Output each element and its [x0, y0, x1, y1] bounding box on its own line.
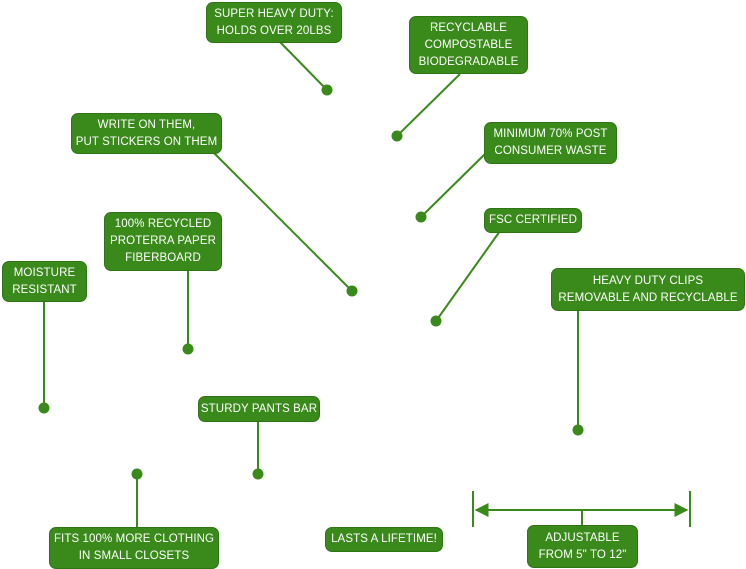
leader-dot-recycled-paper: [182, 343, 194, 355]
callout-text-line: ADJUSTABLE: [545, 531, 620, 544]
leader-fsc-certified: [435, 230, 501, 322]
leader-recyclable: [396, 73, 461, 137]
leader-post-consumer: [420, 152, 487, 218]
callout-text-line: SUPER HEAVY DUTY:: [214, 7, 334, 20]
callout-fsc-certified: FSC CERTIFIED: [484, 208, 582, 233]
callout-text-line: 100% RECYCLED: [114, 218, 212, 230]
callout-text-line: WRITE ON THEM,: [97, 118, 196, 131]
callout-post-consumer: MINIMUM 70% POST CONSUMER WASTE: [484, 122, 617, 164]
leader-dot-fsc-certified: [430, 315, 442, 327]
callout-recycled-paper: 100% RECYCLED PROTERRA PAPER FIBERBOARD: [104, 212, 222, 271]
callout-text-line: LASTS A LIFETIME!: [331, 533, 437, 545]
callout-text-line: MOISTURE: [13, 266, 76, 279]
callout-moisture-resistant: MOISTURE RESISTANT: [2, 261, 87, 302]
callout-text-line: FROM 5" TO 12": [538, 548, 627, 561]
callout-text-line: RECYCLABLE: [429, 21, 508, 34]
callout-write-on-them: WRITE ON THEM, PUT STICKERS ON THEM: [71, 113, 222, 154]
callout-text-line: CONSUMER WASTE: [494, 145, 607, 157]
callout-text-line: HEAVY DUTY CLIPS: [592, 274, 704, 287]
leader-super-heavy-duty: [279, 41, 328, 91]
callout-text-line: FITS 100% MORE CLOTHING: [53, 533, 215, 545]
callout-heavy-duty-clips: HEAVY DUTY CLIPS REMOVABLE AND RECYCLABL…: [551, 268, 745, 311]
leader-dot-moisture-resistant: [38, 402, 50, 414]
callout-text-line: RESISTANT: [12, 283, 77, 296]
leader-dot-write-on-them: [346, 285, 358, 297]
callout-text-line: IN SMALL CLOSETS: [78, 550, 190, 562]
leader-dot-super-heavy-duty: [321, 84, 333, 96]
leader-dot-fits-more-clothing: [131, 468, 143, 480]
leader-dot-sturdy-pants-bar: [252, 468, 264, 480]
callout-lasts-a-lifetime: LASTS A LIFETIME!: [325, 527, 443, 552]
leader-write-on-them: [213, 152, 353, 292]
callout-text-line: COMPOSTABLE: [424, 38, 513, 51]
callout-super-heavy-duty: SUPER HEAVY DUTY: HOLDS OVER 20LBS: [206, 2, 342, 43]
callout-text-line: REMOVABLE AND RECYCLABLE: [558, 291, 738, 304]
callout-text-line: HOLDS OVER 20LBS: [216, 24, 332, 37]
leader-dot-heavy-duty-clips: [572, 424, 584, 436]
callout-text-line: BIODEGRADABLE: [418, 55, 519, 68]
callout-text-line: STURDY PANTS BAR: [200, 402, 318, 415]
leader-dot-recyclable: [391, 130, 403, 142]
callout-text-line: FIBERBOARD: [125, 252, 201, 264]
callout-text-line: FSC CERTIFIED: [489, 214, 577, 226]
callout-adjustable: ADJUSTABLE FROM 5" TO 12": [527, 525, 638, 568]
leader-dot-post-consumer: [415, 211, 427, 223]
callout-text-line: MINIMUM 70% POST: [493, 128, 608, 140]
callout-fits-more-clothing: FITS 100% MORE CLOTHING IN SMALL CLOSETS: [49, 527, 219, 569]
callout-text-line: PUT STICKERS ON THEM: [75, 135, 218, 148]
callout-text-line: PROTERRA PAPER: [110, 235, 216, 247]
callout-recyclable: RECYCLABLE COMPOSTABLE BIODEGRADABLE: [409, 16, 528, 74]
callout-sturdy-pants-bar: STURDY PANTS BAR: [198, 396, 320, 422]
